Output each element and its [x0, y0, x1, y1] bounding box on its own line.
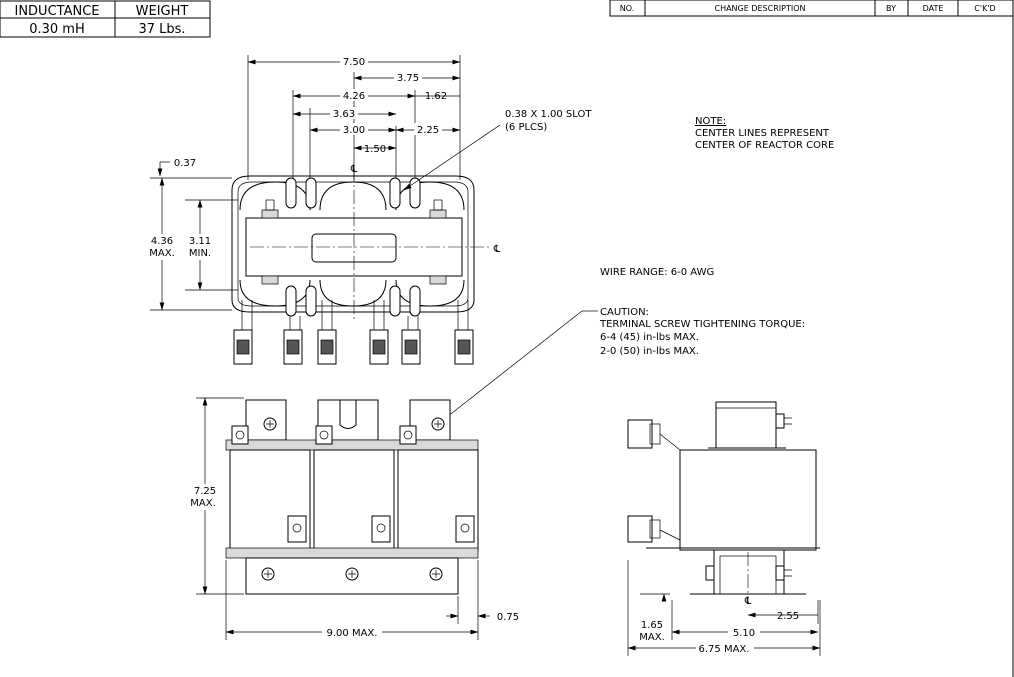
dim-front-height-suffix: MAX.: [190, 498, 216, 509]
top-view: ℄ ℄ 7.50 3.75 4.26 1.62 3.63 3.00 2.25 1…: [146, 55, 592, 365]
rev-no-header: NO.: [620, 4, 635, 13]
rev-description-header: CHANGE DESCRIPTION: [714, 4, 805, 13]
side-view: ℄ 2.55 5.10 6.75 MAX. 1.65 MAX.: [627, 401, 821, 656]
dim-slot-pitch: 1.50: [364, 144, 386, 155]
spec-table: INDUCTANCE WEIGHT 0.30 mH 37 Lbs.: [0, 0, 211, 38]
dim-foot: 0.75: [497, 612, 519, 623]
dim-front-height: 7.25: [194, 486, 216, 497]
note-line-2: CENTER OF REACTOR CORE: [695, 140, 834, 151]
dim-right-inner: 2.25: [417, 125, 439, 136]
dim-slot-span-inner: 3.00: [343, 125, 365, 136]
dim-half-width: 3.75: [397, 73, 419, 84]
note-line-1: CENTER LINES REPRESENT: [695, 128, 830, 139]
front-view: 7.25 MAX. 9.00 MAX. 0.75: [186, 397, 519, 640]
inductance-value: 0.30 mH: [29, 22, 85, 37]
rev-by-header: BY: [886, 4, 896, 13]
revision-table: NO. CHANGE DESCRIPTION BY DATE C'K'D: [609, 0, 1014, 677]
caution-line-3: 2-0 (50) in-lbs MAX.: [600, 346, 699, 357]
dim-height-max-suffix: MAX.: [149, 248, 175, 259]
caution-heading: CAUTION:: [600, 307, 649, 318]
side-centerline-symbol: ℄: [744, 596, 752, 607]
centerline-vertical-symbol: ℄: [350, 164, 358, 175]
inductance-header: INDUCTANCE: [14, 4, 99, 19]
weight-header: WEIGHT: [136, 4, 189, 19]
centerline-horizontal-symbol: ℄: [493, 244, 501, 255]
weight-value: 37 Lbs.: [138, 22, 185, 37]
caution-line-1: TERMINAL SCREW TIGHTENING TORQUE:: [599, 319, 805, 330]
rev-ckd-header: C'K'D: [974, 4, 995, 13]
dim-height-max: 4.36: [151, 236, 173, 247]
dim-base-height: 1.65: [641, 620, 663, 631]
dim-mount-width: 5.10: [733, 628, 755, 639]
dim-height-min: 3.11: [189, 236, 211, 247]
rev-date-header: DATE: [923, 4, 944, 13]
note-heading: NOTE:: [695, 116, 726, 127]
dim-cl-offset: 2.55: [777, 611, 799, 622]
dim-height-min-suffix: MIN.: [189, 248, 211, 259]
dim-slot-span-mid: 3.63: [333, 109, 355, 120]
wire-range: WIRE RANGE: 6-0 AWG: [600, 267, 714, 278]
dim-right-offset: 1.62: [425, 91, 447, 102]
top-terminal-block: [233, 329, 474, 365]
dim-slot-span-outer: 4.26: [343, 91, 365, 102]
notes: NOTE: CENTER LINES REPRESENT CENTER OF R…: [437, 116, 834, 425]
caution-line-2: 6-4 (45) in-lbs MAX.: [600, 332, 699, 343]
dim-front-width: 9.00 MAX.: [327, 628, 378, 639]
dim-overall-depth: 6.75 MAX.: [699, 644, 750, 655]
slot-note: 0.38 X 1.00 SLOT: [505, 109, 592, 120]
slot-count: (6 PLCS): [505, 122, 547, 133]
dim-left-offset: 0.37: [174, 158, 196, 169]
dim-base-height-suffix: MAX.: [639, 632, 665, 643]
dim-overall-width: 7.50: [343, 57, 365, 68]
